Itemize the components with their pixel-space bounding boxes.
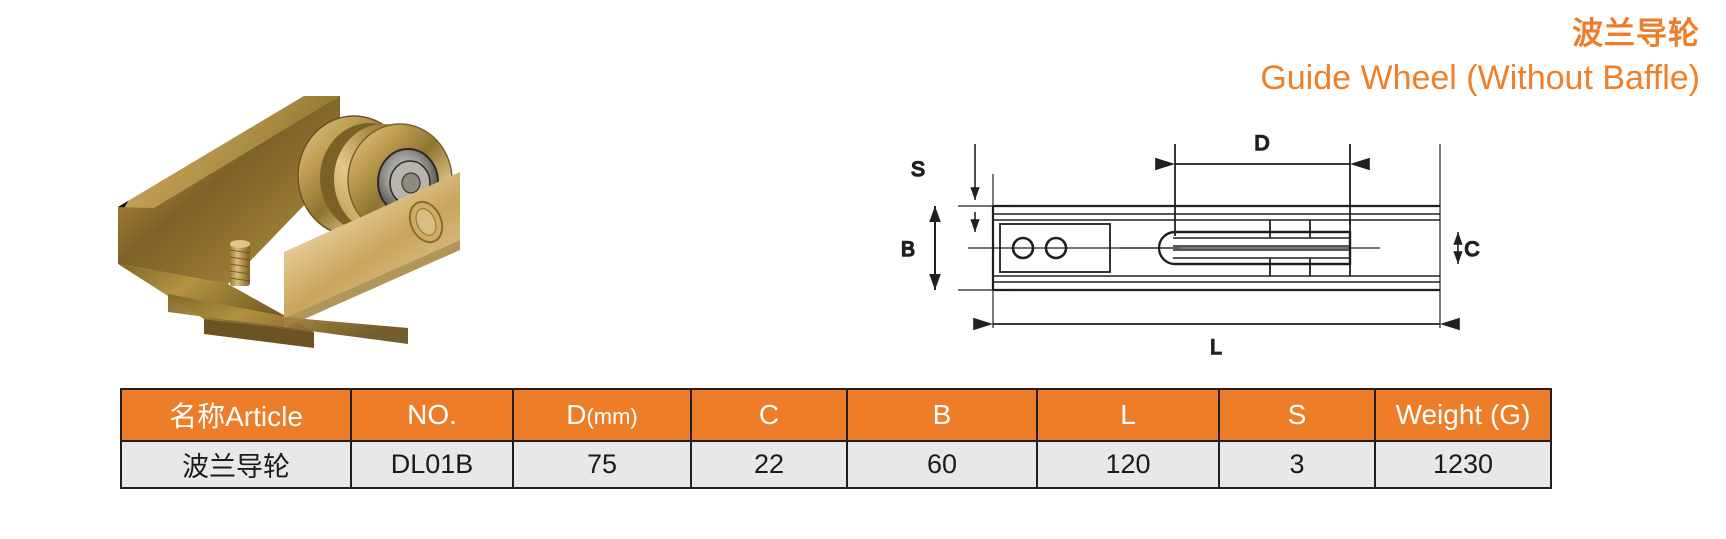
dim-label-c: C [1464,238,1479,261]
header-d-label: D [566,399,587,430]
header-b: B [846,388,1038,442]
table-header-row: 名称Article NO. D(mm) C B L S Weight (G) [120,388,1552,442]
header-c: C [690,388,848,442]
header-no: NO. [350,388,514,442]
title-chinese: 波兰导轮 [1572,16,1700,51]
header-l: L [1036,388,1220,442]
header-d: D(mm) [512,388,692,442]
header-d-unit: (mm) [586,404,638,429]
dim-label-s: S [911,158,925,181]
header-article: 名称Article [120,388,352,442]
table-row: 波兰导轮 DL01B 75 22 60 120 3 1230 [120,440,1552,489]
dim-label-d: D [1254,132,1269,155]
page-title: 波兰导轮 Guide Wheel (Without Baffle) [1260,18,1700,95]
cell-c: 22 [690,440,848,489]
cell-l: 120 [1036,440,1220,489]
cell-article: 波兰导轮 [120,440,352,489]
cell-no: DL01B [350,440,514,489]
header-weight: Weight (G) [1374,388,1552,442]
dim-label-b: B [901,238,915,261]
dim-label-l: L [1210,336,1222,359]
cell-s: 3 [1218,440,1376,489]
technical-drawing: S B D C L [880,128,1480,368]
product-photo [108,72,528,352]
cell-d: 75 [512,440,692,489]
cell-b: 60 [846,440,1038,489]
title-english: Guide Wheel (Without Baffle) [1260,59,1700,97]
spec-table: 名称Article NO. D(mm) C B L S Weight (G) 波… [120,388,1552,489]
cell-weight: 1230 [1374,440,1552,489]
header-s: S [1218,388,1376,442]
